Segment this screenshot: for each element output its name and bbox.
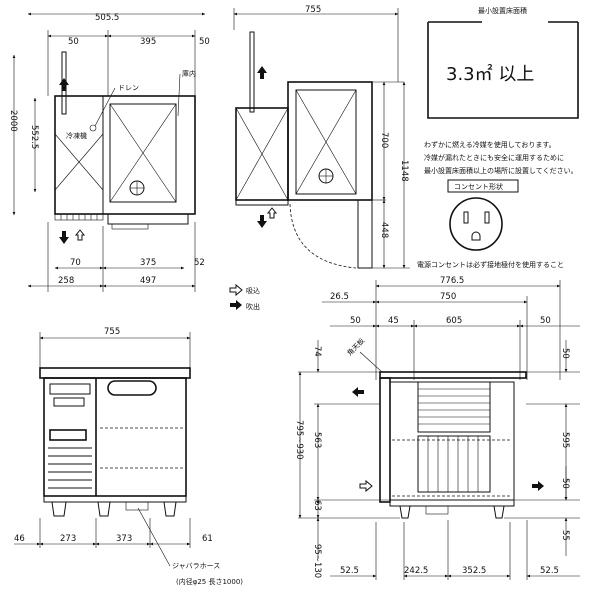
- dim-1148: 1148: [399, 160, 409, 182]
- dim-2000: 2000: [8, 110, 18, 132]
- dim-448: 448: [379, 222, 389, 238]
- dim-2425: 242.5: [404, 566, 428, 576]
- dim-750: 750: [440, 292, 456, 302]
- label-interior: 庫内: [182, 69, 196, 78]
- top-view: 505.5 50 395 50 2000 552.5: [8, 12, 210, 292]
- right-view: 776.5 26.5 750 50 45 605 50: [294, 276, 580, 580]
- outlet-label: コンセント形状: [454, 182, 503, 191]
- min-area-panel: 最小設置床面積 3.3㎡ 以上 わずかに燃える冷媒を使用しております。 冷媒が漏…: [417, 6, 579, 269]
- dim-74: 74: [312, 346, 322, 357]
- min-area-note-3: 最小設置床面積以上の場所に設置してください。: [424, 166, 578, 175]
- dim-50-r2: 50: [560, 478, 570, 489]
- hose-note: (内径φ25 長さ1000): [176, 577, 243, 586]
- dim-70: 70: [70, 258, 81, 268]
- dim-7765: 776.5: [440, 276, 464, 286]
- dim-46: 46: [14, 534, 25, 544]
- dim-50-left: 50: [350, 316, 361, 326]
- dim-63: 63: [312, 500, 322, 511]
- dim-95-130: 95~130: [312, 544, 322, 578]
- legend-intake: 吸込: [246, 286, 260, 295]
- dim-755-front: 755: [104, 327, 120, 337]
- dim-700: 700: [379, 132, 389, 148]
- dim-795-930: 795~930: [294, 420, 304, 460]
- dim-265: 26.5: [330, 292, 349, 302]
- dim-45: 45: [388, 316, 399, 326]
- dim-overall: 505.5: [95, 13, 119, 23]
- dim-258: 258: [58, 276, 74, 286]
- outlet-note: 電源コンセントは必ず接地極付を使用すること: [417, 260, 564, 269]
- min-area-title: 最小設置床面積: [478, 6, 527, 15]
- dim-605: 605: [446, 316, 462, 326]
- dim-595: 595: [560, 432, 570, 448]
- legend: 吸込 吹出: [229, 283, 260, 311]
- dim-497: 497: [140, 276, 156, 286]
- dim-525-b: 52.5: [540, 566, 559, 576]
- min-area-note-1: わずかに燃える冷媒を使用しております。: [424, 140, 556, 149]
- dim-755-top: 755: [305, 5, 321, 15]
- intake-icon: [229, 283, 243, 297]
- dim-50: 50: [68, 37, 79, 47]
- dim-50b: 50: [199, 37, 210, 47]
- dim-273: 273: [60, 534, 76, 544]
- dim-375: 375: [140, 258, 156, 268]
- legend-exhaust: 吹出: [246, 302, 260, 311]
- outlet-icon: [449, 197, 503, 251]
- exhaust-arrow-right-icon: [532, 481, 544, 491]
- hose-label: ジャバラホース: [172, 562, 220, 570]
- dim-395: 395: [140, 37, 156, 47]
- side-view: 755 700 448 1148: [233, 5, 410, 269]
- dim-3525: 352.5: [462, 566, 486, 576]
- dim-525-a: 52.5: [340, 566, 359, 576]
- exhaust-icon: [230, 300, 242, 310]
- plate-label: 角天板: [345, 336, 366, 357]
- intake-arrow-icon: [359, 479, 373, 493]
- front-view: 755 46 273 373 61 ジャバ: [14, 327, 243, 586]
- dim-50-r1: 50: [560, 348, 570, 359]
- exhaust-arrow-icon: [352, 387, 364, 397]
- dim-552: 552.5: [29, 125, 39, 149]
- min-area-value: 3.3㎡ 以上: [446, 63, 534, 85]
- dim-563: 563: [312, 432, 322, 448]
- dim-61: 61: [202, 534, 213, 544]
- dim-50-right: 50: [540, 316, 551, 326]
- label-drain: ドレン: [118, 84, 139, 92]
- dim-52: 52: [194, 258, 205, 268]
- min-area-note-2: 冷媒が漏れたときにも安全に運用するために: [424, 153, 564, 162]
- label-refrigeration: 冷凍機: [66, 131, 87, 140]
- dim-55: 55: [560, 530, 570, 541]
- dim-373: 373: [116, 534, 132, 544]
